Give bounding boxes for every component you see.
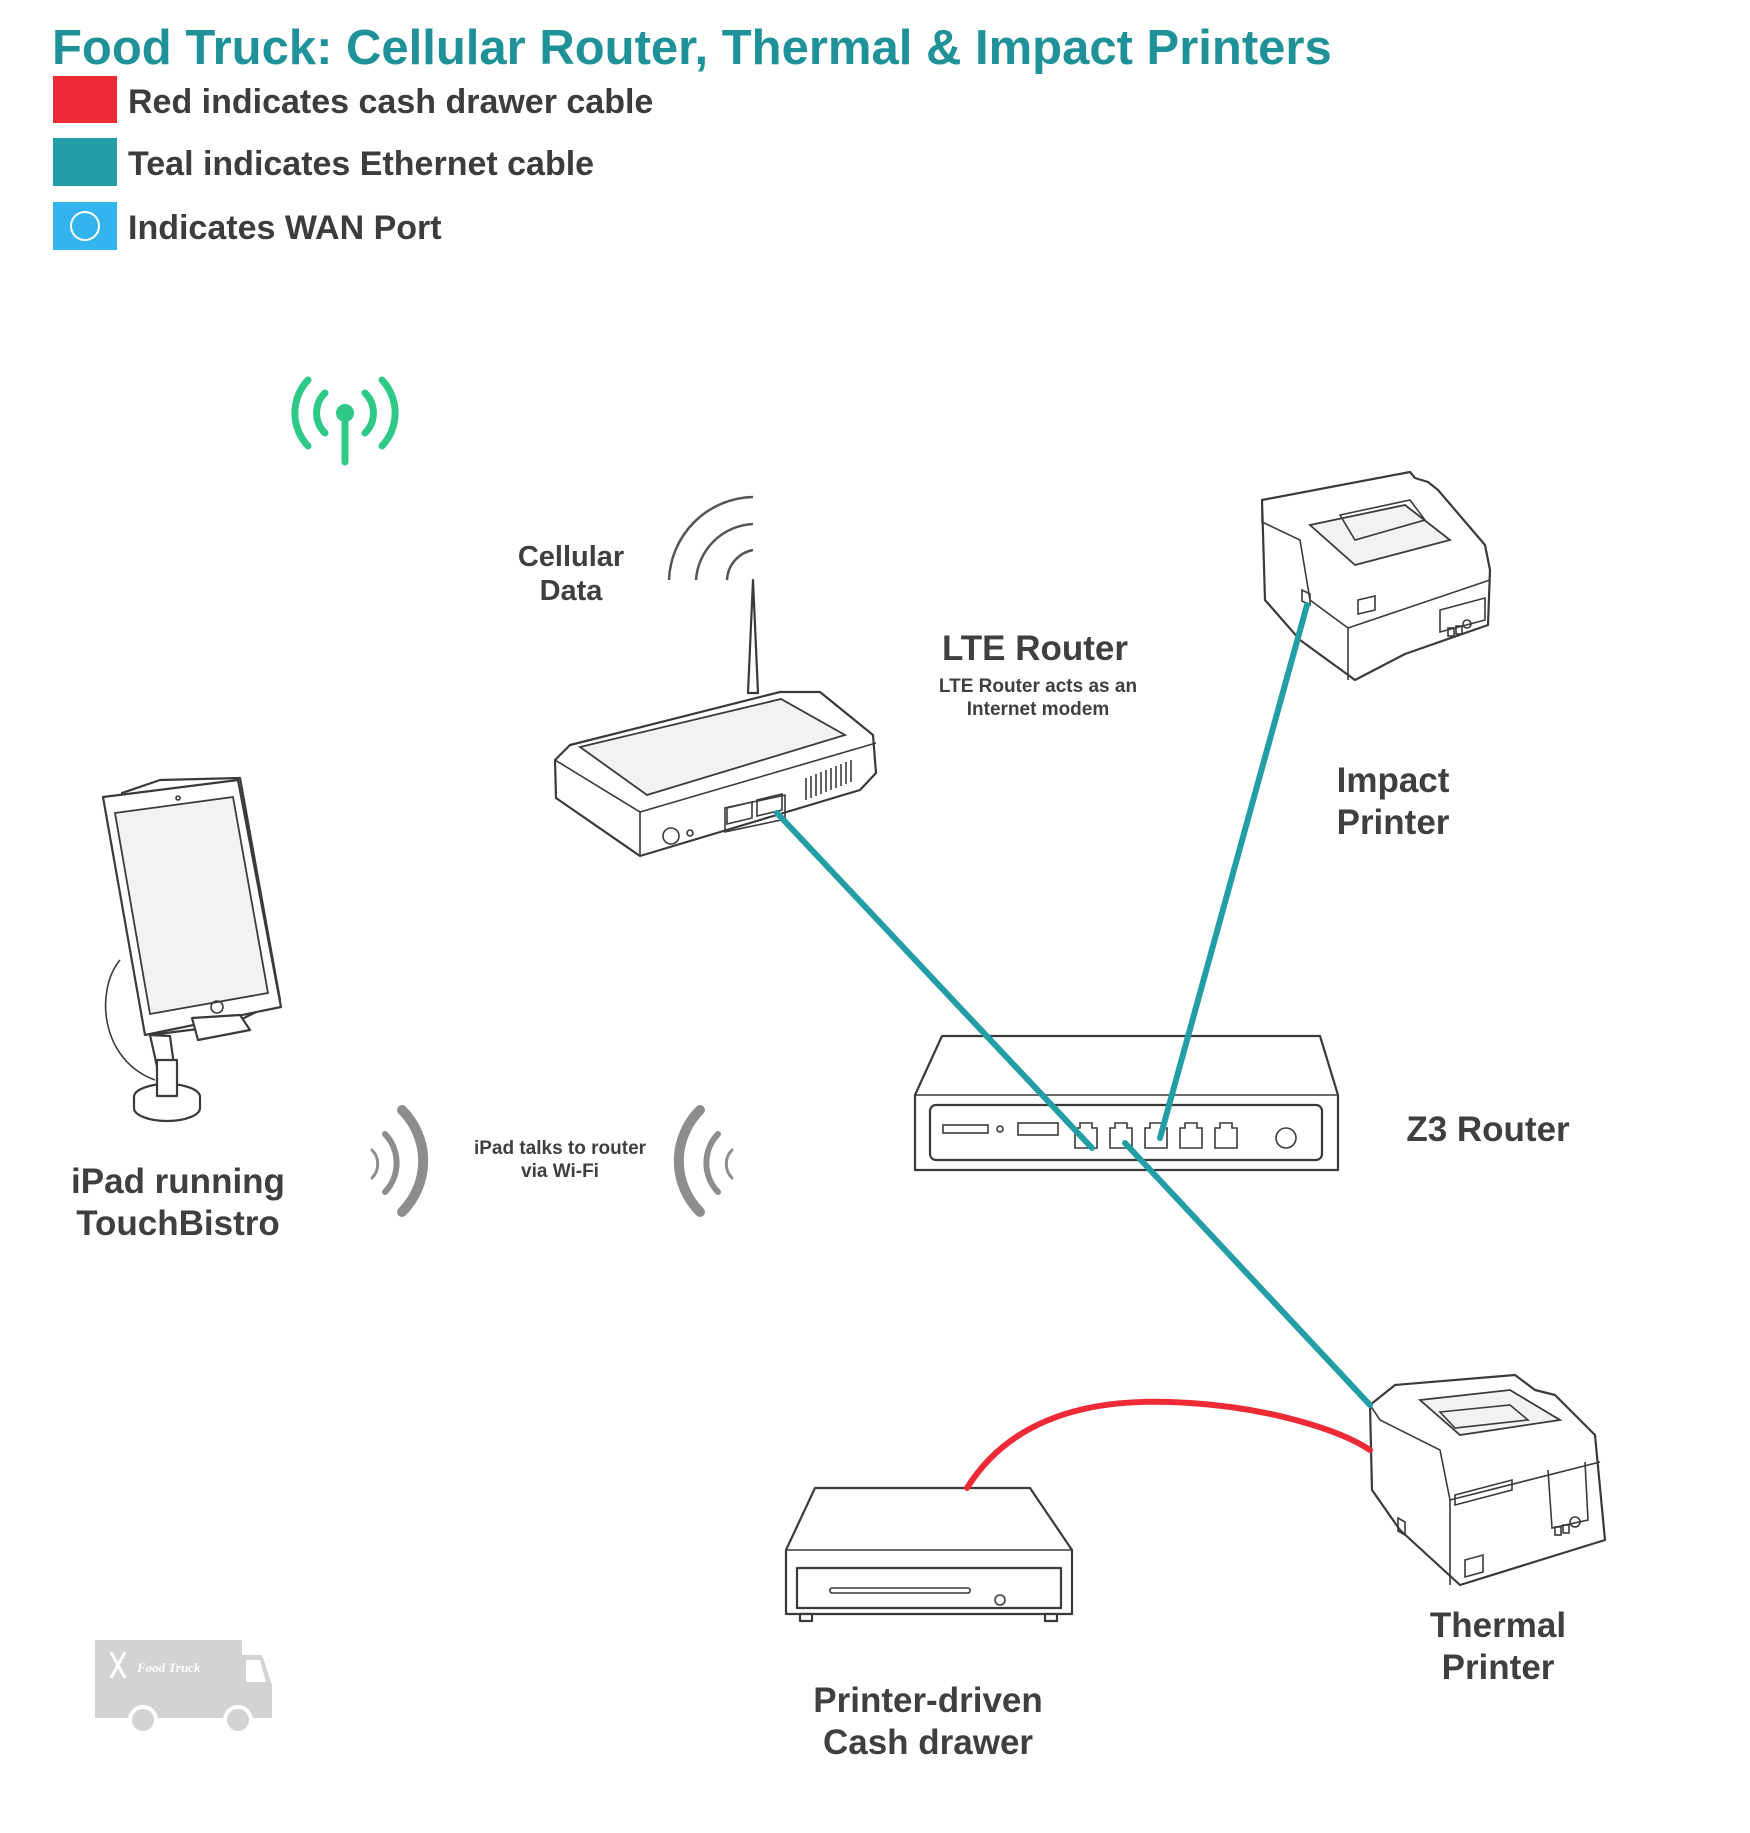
food-truck-logo-text: Food Truck [136,1660,201,1675]
legend-text-ethernet-cable: Teal indicates Ethernet cable [128,145,594,183]
legend-swatch-teal [53,138,117,186]
ethernet-cable-impact-to-z3 [1157,602,1310,1141]
lte-router-device[interactable] [553,578,878,858]
ethernet-cable-z3-to-thermal [1122,1140,1373,1408]
cash-drawer-device[interactable] [784,1486,1074,1623]
impact-printer-label-line1: Impact [1337,761,1450,800]
cellular-waves-icon [667,495,754,581]
legend: Red indicates cash drawer cable Teal ind… [53,76,653,250]
cellular-signal-icon [291,376,399,466]
legend-swatch-red [53,76,117,123]
cables [774,602,1373,1491]
thermal-printer-label-line2: Printer [1442,1648,1555,1687]
cash-drawer-label-line2: Cash drawer [823,1723,1033,1762]
wifi-waves-left-icon [370,1105,429,1217]
wifi-note-line2: via Wi-Fi [521,1161,599,1182]
food-truck-logo: Food Truck [95,1640,272,1735]
wifi-note-line1: iPad talks to router [474,1138,647,1159]
cellular-data-label-line1: Cellular [518,541,624,573]
thermal-printer-label-line1: Thermal [1430,1606,1566,1645]
legend-swatch-wan [53,202,117,250]
z3-router-label: Z3 Router [1406,1110,1570,1149]
lte-router-note-line2: Internet modem [967,699,1110,720]
impact-printer-device[interactable] [1260,470,1492,682]
cellular-data-label-line2: Data [540,575,604,607]
wan-port-circle-icon [70,211,100,241]
cash-drawer-label-line1: Printer-driven [813,1681,1043,1720]
lte-router-label: LTE Router [942,629,1128,668]
wifi-waves-right-icon [673,1105,734,1217]
z3-router-device[interactable] [913,1034,1340,1172]
lte-router-note-line1: LTE Router acts as an [939,676,1137,697]
cash-drawer-cable-thermal-to-drawer [964,1398,1373,1491]
ethernet-cable-lte-to-z3 [774,810,1095,1151]
impact-printer-label-line2: Printer [1337,803,1450,842]
ipad-label-line2: TouchBistro [76,1204,280,1243]
legend-text-wan-port: Indicates WAN Port [128,209,442,247]
page-title: Food Truck: Cellular Router, Thermal & I… [52,21,1332,75]
ipad-label-line1: iPad running [71,1162,285,1201]
thermal-printer-device[interactable] [1368,1373,1607,1587]
ipad-device[interactable] [101,776,283,1123]
legend-text-cash-drawer-cable: Red indicates cash drawer cable [128,83,653,121]
